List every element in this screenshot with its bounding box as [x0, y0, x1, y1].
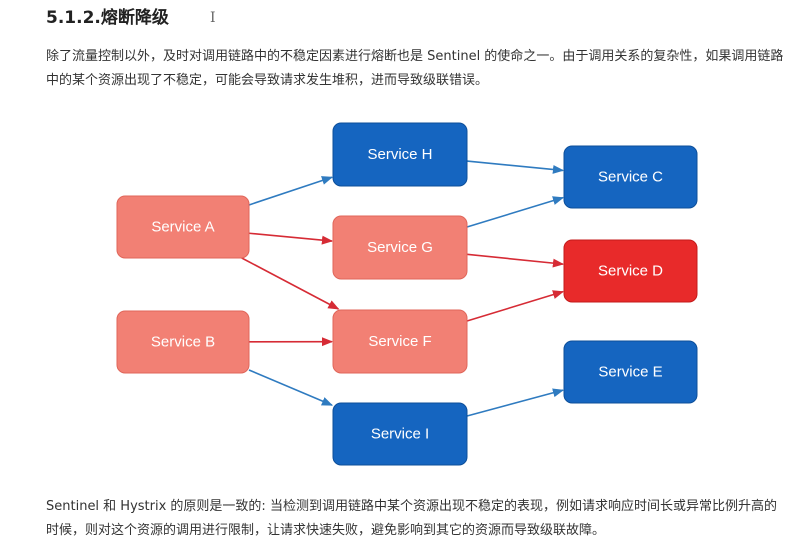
service-d-box [563, 239, 698, 303]
service-nodes: Service A Service B Service H Service G … [116, 122, 698, 466]
call-edges [241, 160, 565, 417]
service-a-node: Service A [116, 195, 250, 259]
service-c-node: Service C [563, 145, 698, 209]
service-i-node: Service I [332, 402, 468, 466]
service-b-node: Service B [116, 310, 250, 374]
edge-a-h [248, 176, 334, 206]
service-i-box [332, 402, 468, 466]
service-b-label: Service B [151, 334, 215, 351]
service-e-label: Service E [598, 364, 662, 381]
service-g-box [332, 215, 468, 280]
service-h-label: Service H [367, 146, 432, 163]
text-cursor-icon: I [210, 10, 216, 26]
edge-a-g [248, 232, 334, 245]
service-d-node: Service D [563, 239, 698, 303]
edge-g-c [466, 196, 565, 228]
intro-paragraph: 除了流量控制以外，及时对调用链路中的不稳定因素进行熔断也是 Sentinel 的… [46, 49, 784, 88]
service-a-label: Service A [151, 219, 214, 236]
service-h-node: Service H [332, 122, 468, 187]
edge-a-f [241, 257, 340, 310]
service-e-node: Service E [563, 340, 698, 404]
service-c-label: Service C [598, 169, 663, 186]
edge-i-e [466, 388, 565, 417]
edge-f-d [466, 290, 565, 322]
service-b-box [116, 310, 250, 374]
section-heading: 5.1.2.熔断降级 [46, 8, 169, 28]
service-a-box [116, 195, 250, 259]
service-g-node: Service G [332, 215, 468, 280]
principle-paragraph: Sentinel 和 Hystrix 的原则是一致的: 当检测到调用链路中某个资… [46, 499, 777, 538]
service-g-label: Service G [367, 239, 433, 256]
service-f-node: Service F [332, 309, 468, 374]
service-f-box [332, 309, 468, 374]
service-e-box [563, 340, 698, 404]
service-d-label: Service D [598, 263, 663, 280]
edge-h-c [466, 160, 565, 174]
service-h-box [332, 122, 468, 187]
service-f-label: Service F [368, 333, 431, 350]
edge-g-d [466, 253, 565, 268]
service-i-label: Service I [371, 426, 429, 443]
service-c-box [563, 145, 698, 209]
edge-b-i [248, 369, 334, 406]
